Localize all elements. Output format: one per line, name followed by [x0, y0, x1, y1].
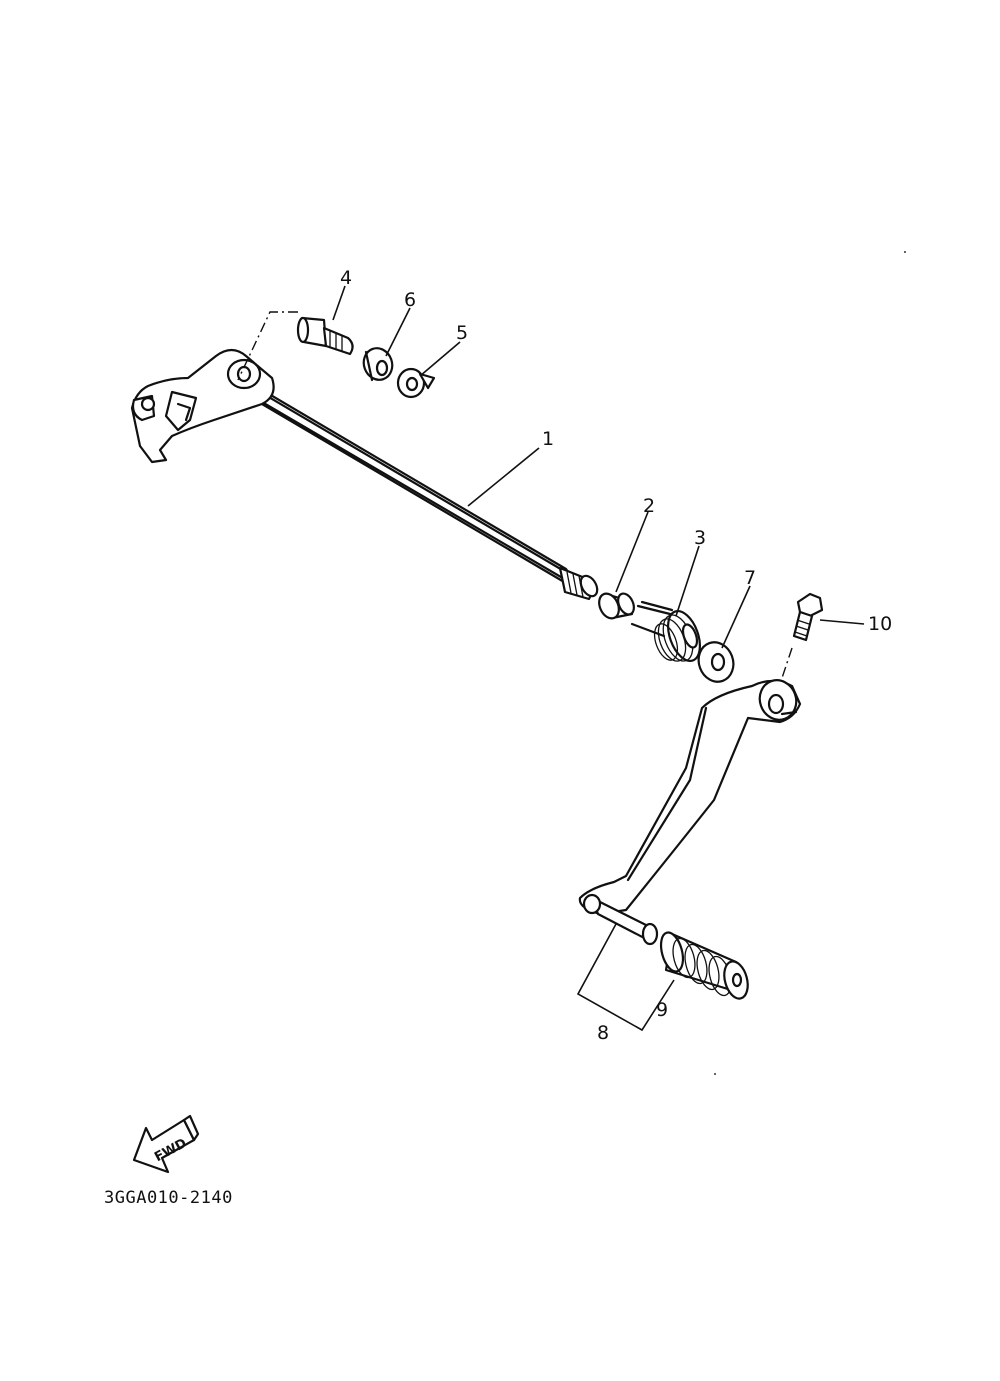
label-part-9: 9 — [656, 999, 668, 1021]
label-part-6: 6 — [404, 289, 416, 311]
part-4-stopper-bolt — [296, 316, 354, 356]
part-10-clamp-bolt — [792, 592, 824, 642]
drawing-code: 3GGA010-2140 — [104, 1188, 233, 1208]
label-part-5: 5 — [456, 322, 468, 344]
part-2-collar — [598, 592, 635, 620]
label-part-3: 3 — [694, 527, 706, 549]
part-7-washer — [697, 641, 735, 683]
label-part-1: 1 — [542, 428, 554, 450]
part-5-lock-washer — [396, 367, 436, 399]
part-9-pedal-rubber — [659, 931, 749, 1000]
part-8-shift-pedal — [578, 679, 802, 946]
label-part-8: 8 — [597, 1022, 609, 1044]
alignment-line-10 — [777, 647, 793, 691]
part-1-shift-shaft — [130, 348, 599, 601]
label-part-10: 10 — [868, 613, 892, 635]
leader-lines — [332, 285, 865, 1032]
label-part-7: 7 — [744, 567, 756, 589]
alignment-line-4 — [237, 311, 298, 381]
part-3-torsion-spring — [630, 600, 701, 662]
label-part-4: 4 — [340, 267, 352, 289]
part-6-nut — [362, 347, 394, 382]
label-part-2: 2 — [643, 495, 655, 517]
forward-direction-arrow: FWD — [132, 1114, 200, 1174]
